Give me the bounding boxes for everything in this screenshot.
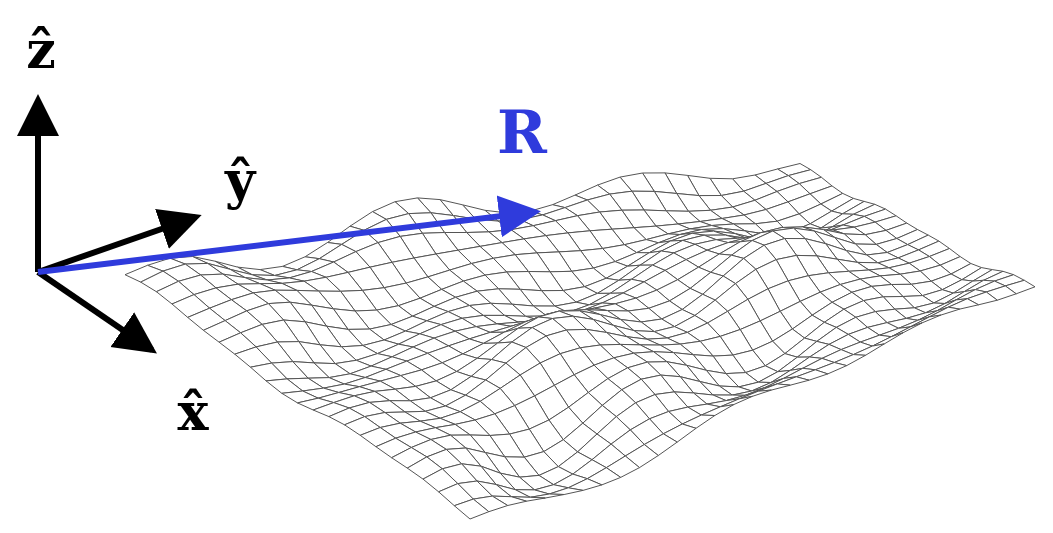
mesh-cell [872, 333, 903, 346]
axis-label: ẑ [26, 24, 56, 76]
mesh-cell [720, 396, 752, 407]
axis-label: x̂ [177, 386, 208, 438]
mesh-cell [929, 307, 959, 317]
mesh-cell [701, 405, 733, 416]
mesh-cell [758, 384, 790, 391]
z-axis [35, 100, 41, 272]
mesh-cell [251, 363, 288, 381]
vector-label: R [497, 102, 547, 162]
position-vector [38, 212, 535, 272]
mesh-cell [853, 344, 884, 355]
x-axis [38, 272, 152, 350]
axis-label: ŷ [225, 154, 255, 206]
mesh-cell [454, 499, 489, 519]
mesh-cell [549, 488, 583, 495]
